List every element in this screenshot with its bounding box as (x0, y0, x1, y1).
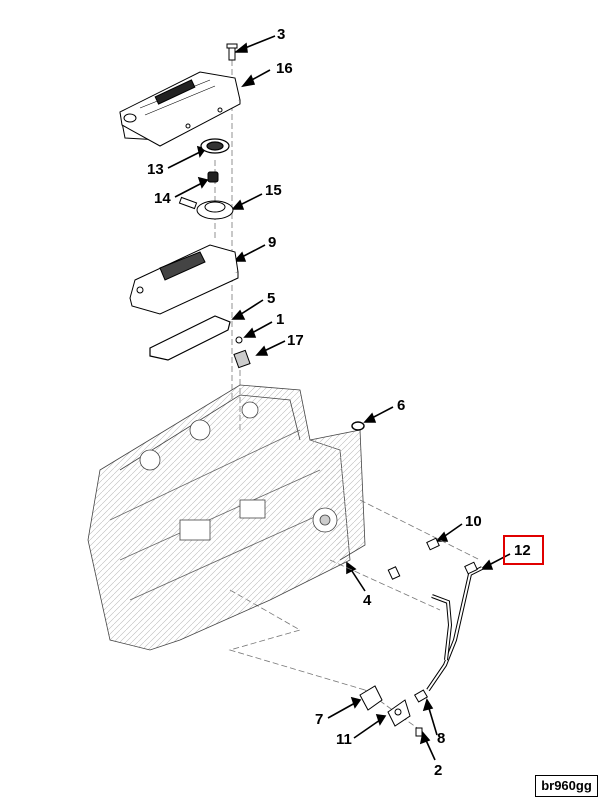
engine-block (87, 384, 366, 651)
connector-fittings (387, 537, 440, 580)
sensor-tube (426, 561, 483, 692)
callout-4: 4 (363, 592, 372, 609)
leader-arrows (167, 35, 511, 761)
callout-16: 16 (276, 60, 293, 77)
highlighted-callout-box[interactable]: 12 (503, 535, 544, 565)
callout-7: 7 (315, 711, 324, 728)
reference-code: br960gg (535, 775, 598, 797)
callout-3: 3 (277, 26, 286, 43)
bolt-part (226, 43, 238, 61)
o-ring (351, 421, 365, 431)
rocker-housing (129, 244, 239, 315)
callout-14: 14 (154, 190, 171, 207)
callout-9: 9 (268, 234, 277, 251)
callout-12: 12 (514, 542, 531, 559)
callout-17: 17 (287, 332, 304, 349)
callout-1: 1 (276, 311, 285, 328)
breather-assembly (178, 171, 234, 220)
callout-2: 2 (434, 762, 443, 779)
valve-cover (119, 71, 241, 147)
callout-8: 8 (437, 730, 446, 747)
bracket-parts (359, 685, 429, 737)
callout-13: 13 (147, 161, 164, 178)
callout-11: 11 (336, 731, 352, 748)
callout-15: 15 (265, 182, 282, 199)
gasket (149, 315, 231, 361)
oil-filler-seal (200, 138, 230, 154)
fastener-parts (233, 336, 251, 369)
callout-5: 5 (267, 290, 276, 307)
callout-10: 10 (465, 513, 482, 530)
callout-6: 6 (397, 397, 406, 414)
